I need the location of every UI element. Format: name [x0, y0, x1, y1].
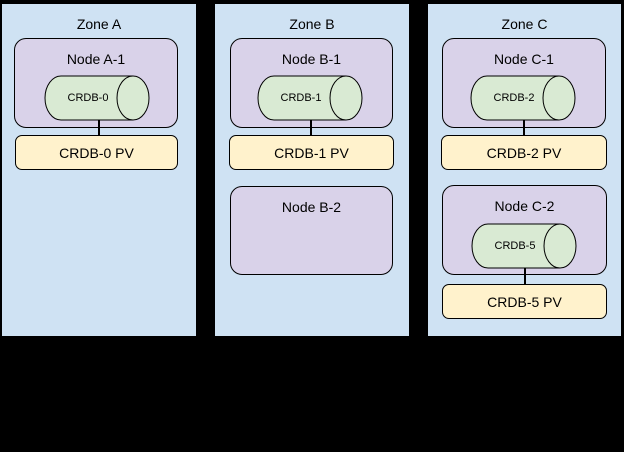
cylinder-icon	[257, 75, 363, 121]
crdb-2-label: CRDB-2	[493, 92, 535, 104]
node-b-1: Node B-1 CRDB-1	[230, 38, 393, 128]
crdb-5-pv-label: CRDB-5 PV	[487, 293, 562, 310]
connector-crdb-5-to-pv	[524, 268, 526, 285]
crdb-2-cylinder: CRDB-2	[470, 75, 577, 121]
node-c-1-label: Node C-1	[494, 51, 554, 67]
cylinder-icon	[470, 75, 576, 121]
node-c-1: Node C-1 CRDB-2	[442, 38, 606, 128]
crdb-0-pv: CRDB-0 PV	[15, 135, 178, 170]
zone-c: Zone C Node C-1 CRDB-2 CRDB-2 PV Node C-…	[427, 3, 622, 337]
crdb-1-pv: CRDB-1 PV	[229, 135, 394, 170]
zone-a-label: Zone A	[76, 16, 122, 32]
crdb-2-pv: CRDB-2 PV	[441, 135, 607, 170]
crdb-0-cylinder: CRDB-0	[44, 75, 151, 121]
crdb-0-pv-label: CRDB-0 PV	[59, 144, 134, 161]
node-c-2: Node C-2 CRDB-5	[442, 185, 607, 275]
crdb-5-label: CRDB-5	[494, 240, 536, 252]
node-b-1-label: Node B-1	[281, 51, 342, 67]
zone-b: Zone B Node B-1 CRDB-1 CRDB-1 PV Node B-…	[214, 3, 410, 337]
crdb-1-label: CRDB-1	[280, 92, 322, 104]
cylinder-icon	[471, 223, 577, 269]
connector-crdb-1-to-pv	[310, 120, 312, 135]
node-a-1-label: Node A-1	[66, 51, 126, 67]
cylinder-icon	[44, 75, 150, 121]
connector-crdb-0-to-pv	[98, 120, 100, 135]
zone-c-label: Zone C	[501, 16, 548, 32]
node-b-2: Node B-2	[230, 186, 393, 275]
zone-b-label: Zone B	[289, 16, 335, 32]
zone-a: Zone A Node A-1 CRDB-0 CRDB-0 PV	[1, 3, 197, 337]
crdb-0-label: CRDB-0	[67, 92, 109, 104]
crdb-1-cylinder: CRDB-1	[257, 75, 364, 121]
crdb-1-pv-label: CRDB-1 PV	[274, 144, 349, 161]
node-a-1: Node A-1 CRDB-0	[14, 38, 178, 128]
connector-crdb-2-to-pv	[523, 120, 525, 135]
crdb-5-cylinder: CRDB-5	[471, 223, 578, 269]
node-b-2-label: Node B-2	[281, 199, 342, 215]
crdb-5-pv: CRDB-5 PV	[442, 284, 607, 319]
node-c-2-label: Node C-2	[494, 198, 555, 214]
crdb-2-pv-label: CRDB-2 PV	[486, 144, 562, 161]
